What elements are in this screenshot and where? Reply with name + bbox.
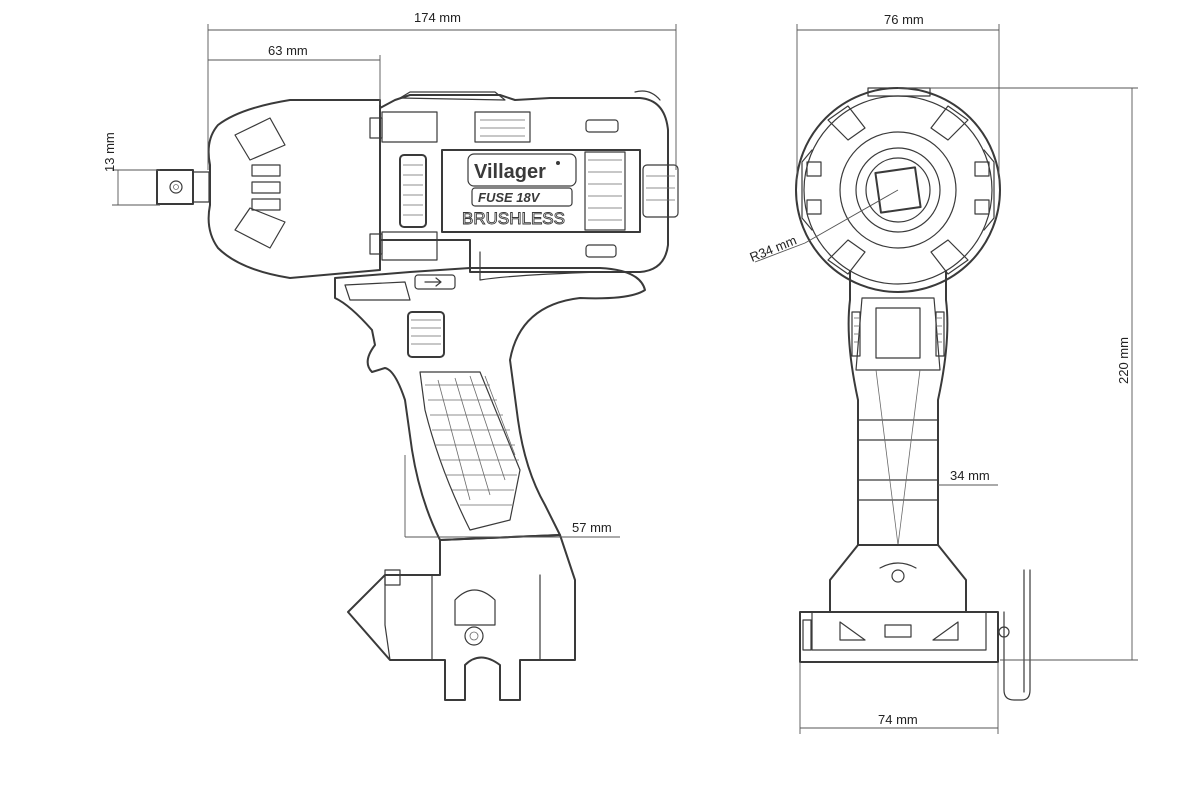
series-label: FUSE 18V — [478, 190, 541, 205]
dim-head-width: 76 mm — [884, 12, 924, 27]
trigger — [407, 311, 445, 358]
side-view-dimensions: 174 mm 63 mm 13 mm 57 mm — [102, 10, 677, 538]
dim-grip-width-side: 57 mm — [572, 520, 612, 535]
motor-label: BRUSHLESS — [462, 209, 565, 228]
dim-base-width: 74 mm — [878, 712, 918, 727]
anvil — [156, 169, 194, 205]
front-view — [795, 87, 1031, 701]
side-view: Villager FUSE 18V BRUSHLESS — [156, 90, 679, 701]
dim-anvil-size: 13 mm — [102, 132, 117, 172]
brand-name: Villager — [474, 161, 546, 183]
dim-head-radius: R34 mm — [748, 232, 799, 264]
dim-grip-width-front: 34 mm — [950, 468, 990, 483]
hook-icon — [1003, 569, 1031, 701]
dim-total-length: 174 mm — [414, 10, 461, 25]
dim-height: 220 mm — [1116, 337, 1131, 384]
arrow-right-icon — [424, 277, 442, 287]
dim-head-length: 63 mm — [268, 43, 308, 58]
circle-icon — [169, 180, 183, 194]
